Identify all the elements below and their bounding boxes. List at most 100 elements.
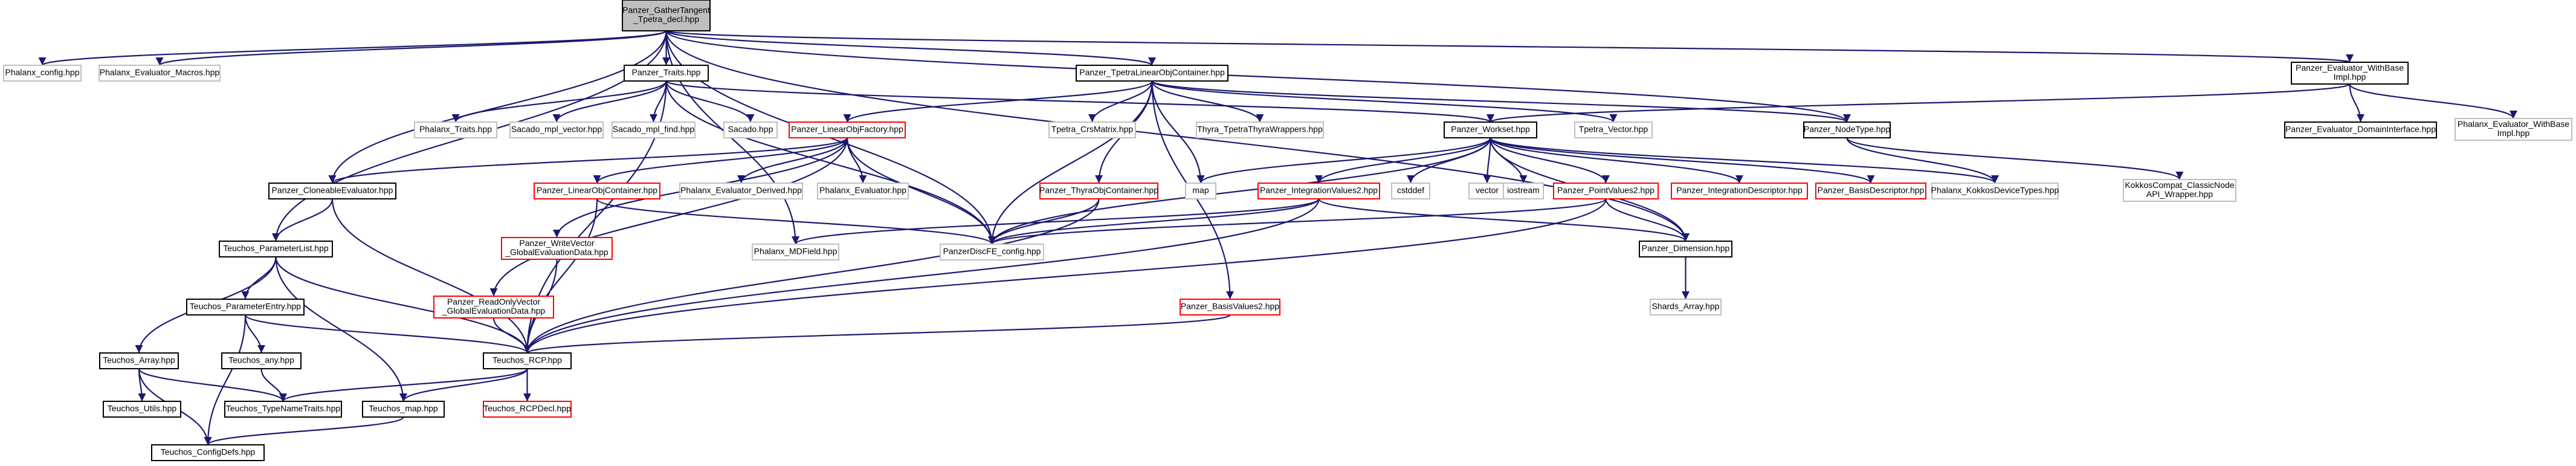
node-teuchos-pentry[interactable]: Teuchos_ParameterEntry.hpp [186,299,305,316]
node-vector[interactable]: vector [1468,183,1506,199]
node-label: Teuchos_Array.hpp [103,355,175,365]
node-label: Thyra_TpetraThyraWrappers.hpp [1197,125,1323,134]
node-box [268,183,396,199]
node-root: Panzer_GatherTangent_Tpetra_decl.hpp [622,0,711,31]
node-panzer-bv2[interactable]: Panzer_BasisValues2.hpp [1180,299,1280,316]
edge [1088,80,1153,123]
node-panzer-workset[interactable]: Panzer_Workset.hpp [1444,121,1537,138]
edge-panzer-pv2-to-panzer-dimension [1605,198,1690,242]
node-sacado-mpl-find[interactable]: Sacado_mpl_find.hpp [612,121,696,138]
node-teuchos-configdefs[interactable]: Teuchos_ConfigDefs.hpp [151,444,265,461]
node-label: Panzer_LinearObjContainer.hpp [537,186,657,195]
edge-teuchos-pentry-to-teuchos-configdefs [204,314,247,445]
edge-panzer-workset-to-vector [1483,137,1491,184]
edge [204,314,247,445]
edge-panzer-tplo-to-panzer-lof [843,80,1153,123]
node-label: Phalanx_Evaluator.hpp [819,186,906,195]
node-panzer-dimension[interactable]: Panzer_Dimension.hpp [1639,241,1732,257]
node-label: Panzer_GatherTangent [622,5,710,15]
node-panzer-cloneable[interactable]: Panzer_CloneableEvaluator.hpp [268,183,396,199]
edge [155,30,667,66]
edge [328,137,848,184]
node-label: Panzer_BasisDescriptor.hpp [1818,186,1925,195]
node-label: Panzer_ReadOnlyVector [447,297,540,306]
edge-panzer-pv2-to-teuchos-rcp [523,198,1607,354]
node-panzer-traits[interactable]: Panzer_Traits.hpp [624,65,709,82]
node-box [1671,183,1808,199]
node-tpetra-crsmatrix[interactable]: Tpetra_CrsMatrix.hpp [1048,121,1136,138]
node-cstddef[interactable]: cstddef [1391,183,1430,199]
node-panzer-basisdesc[interactable]: Panzer_BasisDescriptor.hpp [1815,183,1926,199]
node-thyra-tpetra[interactable]: Thyra_TpetraThyraWrappers.hpp [1196,121,1324,138]
node-label: Panzer_IntegrationDescriptor.hpp [1676,186,1803,195]
node-panzer-intdesc[interactable]: Panzer_IntegrationDescriptor.hpp [1671,183,1808,199]
node-teuchos-rcp[interactable]: Teuchos_RCP.hpp [483,352,572,369]
node-sacado[interactable]: Sacado.hpp [723,121,778,138]
node-panzer-eval-dif[interactable]: Panzer_Evaluator_DomainInterface.hpp [2284,121,2437,138]
node-teuchos-array[interactable]: Teuchos_Array.hpp [99,352,179,369]
node-panzer-thyraobj[interactable]: Panzer_ThyraObjContainer.hpp [1039,183,1158,199]
edge-panzer-workset-to-panzer-pv2 [1490,137,1610,184]
node-phalanx-eval-macros[interactable]: Phalanx_Evaluator_Macros.hpp [98,65,221,82]
edge [988,198,1320,245]
node-panzer-wv[interactable]: Panzer_WriteVector_GlobalEvaluationData.… [501,237,613,260]
node-shards-array[interactable]: Shards_Array.hpp [1650,299,1722,316]
edge-teuchos-rcp-to-teuchos-map [399,368,528,402]
node-panzer-discfe[interactable]: PanzerDiscFE_config.hpp [940,244,1044,261]
edge-teuchos-rcp-to-teuchos-tnt [279,368,528,402]
edge-panzer-tplo-to-thyra-tpetra [1151,80,1264,123]
node-phalanx-kokkos[interactable]: Phalanx_KokkosDeviceTypes.hpp [1931,183,2059,199]
node-phalanx-mdfield[interactable]: Phalanx_MDField.hpp [752,244,839,261]
edge [1490,137,1875,184]
node-tpetra-vector[interactable]: Tpetra_Vector.hpp [1574,121,1653,138]
node-panzer-iv2[interactable]: Panzer_IntegrationValues2.hpp [1257,183,1380,199]
node-teuchos-utils[interactable]: Teuchos_Utils.hpp [103,401,181,418]
node-box [1639,241,1732,257]
node-teuchos-rcpdecl[interactable]: Teuchos_RCPDecl.hpp [483,401,572,418]
node-panzer-tplo[interactable]: Panzer_TpetraLinearObjContainer.hpp [1076,65,1228,82]
node-box [534,183,660,199]
node-panzer-pv2[interactable]: Panzer_PointValues2.hpp [1553,183,1659,199]
node-teuchos-any[interactable]: Teuchos_any.hpp [221,352,302,369]
node-teuchos-map[interactable]: Teuchos_map.hpp [362,401,445,418]
node-phalanx-eval-derived[interactable]: Phalanx_Evaluator_Derived.hpp [679,183,803,199]
edge-panzer-eval-wbi-to-panzer-workset [1487,83,2351,123]
node-phalanx-traits[interactable]: Phalanx_Traits.hpp [414,121,497,138]
node-iostream[interactable]: iostream [1503,183,1544,199]
edge-panzer-tplo-to-tpetra-crsmatrix [1088,80,1153,123]
edge [1490,137,1610,184]
edge [1490,137,1743,184]
node-map[interactable]: map [1185,183,1216,199]
node-label: Teuchos_any.hpp [228,355,294,365]
node-label: Teuchos_TypeNameTraits.hpp [226,404,341,413]
node-box [2123,179,2236,202]
edge-panzer-traits-to-panzer-workset [665,80,1494,123]
node-panzer-rov[interactable]: Panzer_ReadOnlyVector_GlobalEvaluationDa… [433,296,554,319]
node-phalanx-evaluator[interactable]: Phalanx_Evaluator.hpp [817,183,909,199]
node-label: Panzer_Dimension.hpp [1642,244,1730,253]
node-panzer-nodetype[interactable]: Panzer_NodeType.hpp [1803,121,1891,138]
node-box [99,352,179,369]
node-box [1503,183,1544,199]
node-label: Phalanx_KokkosDeviceTypes.hpp [1931,186,2059,195]
node-teuchos-tnt[interactable]: Teuchos_TypeNameTraits.hpp [224,401,342,418]
edge-root-to-panzer-eval-wbi [665,30,2353,63]
edge-panzer-tplo-to-panzer-discfe [987,80,1153,245]
node-phalanx-config[interactable]: Phalanx_config.hpp [3,65,82,82]
node-box [362,401,445,418]
edge [2349,83,2365,123]
node-box [1444,121,1537,138]
node-label: Shards_Array.hpp [1652,302,1720,311]
node-box [817,183,909,199]
node-sacado-mpl-vector[interactable]: Sacado_mpl_vector.hpp [509,121,604,138]
node-label: Panzer_ThyraObjContainer.hpp [1039,186,1158,195]
node-teuchos-plist[interactable]: Teuchos_ParameterList.hpp [219,241,333,257]
edge-panzer-iv2-to-phalanx-mdfield [792,198,1320,245]
node-box [151,444,265,461]
node-panzer-loc[interactable]: Panzer_LinearObjContainer.hpp [534,183,660,199]
node-panzer-lof[interactable]: Panzer_LinearObjFactory.hpp [789,121,906,138]
edge [204,416,404,446]
